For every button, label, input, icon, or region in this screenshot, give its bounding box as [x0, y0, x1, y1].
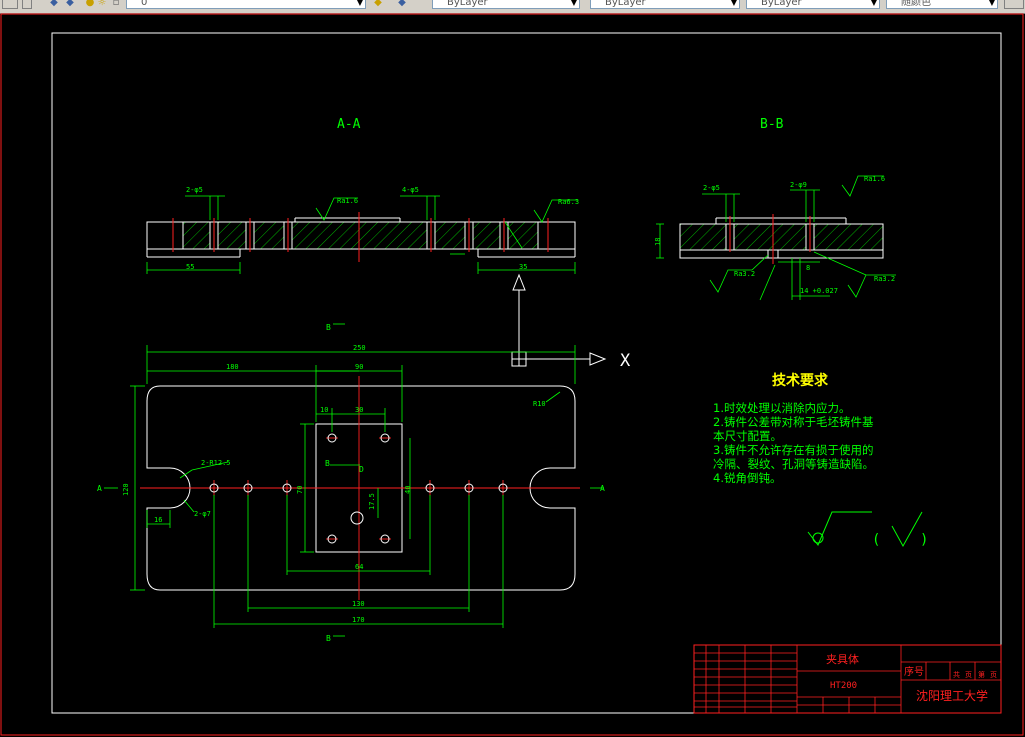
bulb-icon[interactable]: ●: [85, 0, 95, 8]
layer-manager-icon[interactable]: ◆: [50, 0, 58, 8]
dim-aa-4-6: 4-φ5: [402, 186, 419, 194]
dim-130: 130: [352, 600, 365, 608]
layer-previous-icon[interactable]: ◆: [398, 0, 406, 8]
make-current-icon[interactable]: ◆: [374, 0, 382, 8]
lineweight-combo[interactable]: ByLayer ▼: [746, 0, 880, 9]
title-cell-1: 共: [953, 670, 960, 679]
chevron-down-icon: ▼: [730, 0, 737, 7]
drawing-canvas[interactable]: A-A: [0, 13, 1025, 737]
title-material: HT200: [830, 681, 857, 691]
lineweight-combo-value: ByLayer: [761, 0, 802, 8]
dim-aa-2-6: 2-φ5: [186, 186, 203, 194]
marker-b-top: B: [326, 323, 331, 332]
dim-inner-h: 70: [296, 486, 304, 494]
dim-2-25: 2-φ7: [194, 510, 211, 518]
dim-bb-2-6: 2-φ5: [703, 184, 720, 192]
dim-r10: R10: [533, 400, 546, 408]
tech-req-line-1: 1.时效处理以消除内应力。: [713, 401, 850, 415]
dim-180: 180: [226, 363, 239, 371]
dim-170: 170: [352, 616, 365, 624]
tech-req-line-2: 2.铸件公差带对称于毛坯铸件基: [713, 415, 874, 429]
plotstyle-combo[interactable]: 随颜色 ▼: [886, 0, 998, 9]
linetype-combo-value: ByLayer: [605, 0, 646, 8]
rough-paren-right: ): [920, 532, 928, 548]
title-cell-4: 页: [990, 671, 997, 679]
rough-bb-3: Ra3.2: [734, 270, 755, 278]
dim-bb-18: 18: [654, 238, 662, 246]
marker-a-left: A: [97, 484, 102, 493]
chevron-down-icon: ▼: [570, 0, 577, 7]
chevron-down-icon: ▼: [870, 0, 877, 7]
marker-a-right: A: [600, 484, 605, 493]
tech-req-line-5: 冷隔、裂纹、孔洞等铸造缺陷。: [713, 457, 874, 471]
paper-border: [0, 13, 1024, 736]
dim-hole-d: D: [359, 465, 364, 474]
dim-64: 64: [355, 563, 363, 571]
dim-2-r12: 2-R12.5: [201, 459, 231, 467]
rough-bb-4: Ra3.2: [874, 275, 895, 283]
section-aa: 2-φ5 4-φ5 55 35 Ra1.6 Ra6.3: [146, 186, 579, 274]
tech-req-line-6: 4.锐角倒钝。: [713, 471, 781, 485]
dim-height: 120: [122, 483, 130, 496]
dim-bb-8: 8: [806, 264, 810, 272]
section-bb-title: B-B: [760, 117, 784, 132]
section-aa-title: A-A: [337, 117, 361, 132]
title-block: 夹具体 HT200 序号 沈阳理工大学 共 页 第 页: [693, 644, 1002, 714]
chevron-down-icon: ▼: [356, 0, 363, 7]
dim-250: 250: [353, 344, 366, 352]
color-combo[interactable]: ByLayer ▼: [432, 0, 580, 9]
section-bb: 2-φ5 2-φ9 18 Ra3.2 Ra3.2 Ra1.6 14 +0.027…: [654, 175, 896, 301]
title-cell-2: 页: [965, 671, 972, 679]
linetype-combo[interactable]: ByLayer ▼: [590, 0, 740, 9]
tech-req-title: 技术要求: [772, 372, 829, 389]
dim-17-5: 17.5: [368, 493, 376, 510]
ucs-x-label: X: [620, 351, 631, 371]
tech-req-line-3: 本尺寸配置。: [713, 429, 782, 443]
rough-aa-2: Ra6.3: [558, 198, 579, 206]
toolbar-button-2[interactable]: [22, 0, 32, 9]
rough-paren-left: (: [872, 532, 880, 548]
dim-40: 40: [404, 486, 412, 494]
dim-10: 10: [320, 406, 328, 414]
layer-combo-value: 0: [141, 0, 148, 8]
tech-requirements: 技术要求 1.时效处理以消除内应力。 2.铸件公差带对称于毛坯铸件基 本尺寸配置…: [713, 372, 928, 548]
dim-30: 30: [355, 406, 363, 414]
chevron-down-icon: ▼: [988, 0, 995, 7]
plan-view: 250 180 90 30 10 R10 2-R12.5 2-φ7 16 64 …: [97, 323, 605, 643]
properties-toolbar: ◆ ◆ ● ☼ ▫ 0▼ ◆ ◆ ByLayer▼ ByLayer▼ ByLay…: [0, 0, 1025, 14]
title-cell-3: 第: [978, 670, 985, 679]
dim-aa-55: 55: [186, 263, 194, 271]
layer-combo[interactable]: 0▼: [126, 0, 366, 9]
dim-hole-b: B: [325, 459, 330, 468]
title-part-name: 夹具体: [826, 652, 859, 666]
rough-bb-5: Ra1.6: [864, 175, 885, 183]
dim-aa-35: 35: [519, 263, 527, 271]
dim-bb-2-9: 2-φ9: [790, 181, 807, 189]
dim-bb-tol: 14 +0.027: [800, 287, 838, 295]
tech-req-line-4: 3.铸件不允许存在有损于使用的: [713, 443, 873, 457]
dim-16: 16: [154, 516, 162, 524]
toolbar-button-end[interactable]: [1004, 0, 1024, 9]
rough-aa-1: Ra1.6: [337, 197, 358, 205]
drawing-frame: [51, 32, 1002, 714]
sun-icon[interactable]: ☼: [97, 0, 107, 8]
layer-state-icon[interactable]: ◆: [66, 0, 74, 8]
dim-90: 90: [355, 363, 363, 371]
plotstyle-combo-value: 随颜色: [901, 0, 931, 8]
title-seq-label: 序号: [904, 665, 924, 678]
lock-icon[interactable]: ▫: [112, 0, 120, 8]
color-combo-value: ByLayer: [447, 0, 488, 8]
toolbar-button-1[interactable]: [2, 0, 18, 9]
title-school: 沈阳理工大学: [916, 688, 988, 703]
marker-b-bottom: B: [326, 634, 331, 643]
